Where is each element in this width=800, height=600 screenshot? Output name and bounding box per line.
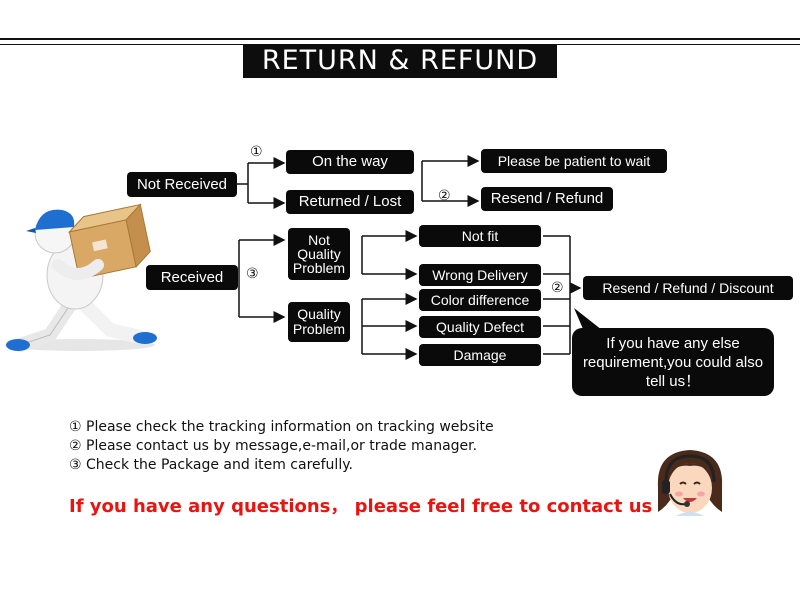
- damage-box: Damage: [419, 344, 541, 366]
- not-fit-box: Not fit: [419, 225, 541, 247]
- returned-lost-box: Returned / Lost: [286, 190, 414, 214]
- page-title: RETURN & REFUND: [243, 44, 557, 78]
- quality-problem-box: Quality Problem: [288, 302, 350, 342]
- color-difference-box: Color difference: [419, 289, 541, 311]
- resend-refund-discount-box: Resend / Refund / Discount: [583, 276, 793, 300]
- note-2: ② Please contact us by message,e-mail,or…: [69, 438, 478, 454]
- delivery-man-illustration: [5, 203, 157, 352]
- contact-message: If you have any questions， please feel f…: [69, 496, 653, 517]
- marker-3: ③: [246, 266, 259, 282]
- top-rule-1: [0, 38, 800, 40]
- not-received-box: Not Received: [127, 172, 237, 197]
- customer-service-icon: [657, 450, 723, 516]
- patient-box: Please be patient to wait: [481, 149, 667, 173]
- wrong-delivery-box: Wrong Delivery: [419, 264, 541, 286]
- on-the-way-box: On the way: [286, 150, 414, 174]
- not-quality-problem-box: Not Quality Problem: [288, 228, 350, 280]
- resend-refund-box: Resend / Refund: [481, 187, 613, 211]
- marker-2b: ②: [551, 280, 564, 296]
- marker-1: ①: [250, 144, 263, 160]
- marker-2a: ②: [438, 188, 451, 204]
- received-box: Received: [146, 265, 238, 290]
- speech-bubble: If you have any else requirement,you cou…: [572, 328, 774, 396]
- note-1: ① Please check the tracking information …: [69, 419, 494, 435]
- quality-defect-box: Quality Defect: [419, 316, 541, 338]
- note-3: ③ Check the Package and item carefully.: [69, 457, 353, 473]
